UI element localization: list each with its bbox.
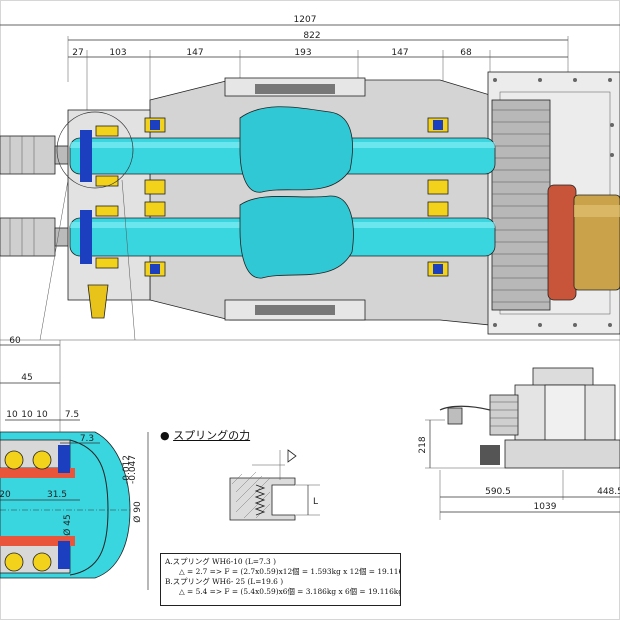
note-line-4: △ = 5.4 => F = (5.4x0.59)x6個 = 3.186kg x… (179, 587, 401, 596)
side-base (504, 439, 620, 469)
spring-force-title: ● スプリングの力 (160, 427, 250, 443)
spring-force-label: スプリングの力 (173, 429, 251, 442)
dim-tol-upper: -0.012 (122, 455, 132, 484)
side-motor-left (480, 445, 500, 465)
dim-detail-pitch-1: 10 (6, 410, 18, 420)
gear-body (491, 99, 551, 311)
dim-detail-dia-90: Ø 90 (132, 501, 143, 523)
housing-top-slot (255, 84, 335, 94)
detail-callout-circle (56, 111, 134, 189)
spring-calculation-box: A.スプリング WH6-10 (L=7.3 ) △ = 2.7 => F = (… (160, 553, 401, 606)
side-gear (489, 394, 519, 436)
adjust-screw (87, 284, 109, 319)
dim-seg-5: 147 (391, 48, 408, 58)
dim-overall: 1207 (294, 15, 317, 25)
detail-balls (4, 450, 52, 572)
dim-side-right: 448.5 (597, 487, 620, 497)
dim-detail-60: 60 (9, 336, 21, 346)
upper-motor (0, 135, 71, 175)
dim-detail-dia-45: Ø 45 (62, 514, 73, 535)
housing-bottom-slot (255, 305, 335, 315)
dim-detail-45: 45 (21, 373, 32, 383)
side-dimension-group: 218 590.5 448.5 1039 (418, 419, 620, 520)
note-line-1: A.スプリング WH6-10 (L=7.3 ) (165, 557, 276, 566)
dim-side-total: 1039 (534, 502, 557, 512)
spring-coil (254, 484, 266, 516)
side-view (439, 367, 620, 469)
upper-cam-lobe (239, 106, 353, 193)
spring-diagram: L (229, 449, 320, 521)
dim-detail-31-5: 31.5 (47, 490, 67, 500)
dim-detail-7-3: 7.3 (80, 434, 94, 444)
dim-seg-6: 68 (460, 48, 472, 58)
bronze-hub (573, 194, 620, 291)
dim-detail-20: 20 (0, 490, 11, 500)
lower-cam-lobe (239, 195, 354, 279)
dim-inner: 822 (303, 31, 320, 41)
dim-seg-3: 147 (186, 48, 203, 58)
bullet-icon: ● (160, 429, 170, 442)
dim-tol-lower: -0.047 (128, 455, 138, 484)
dim-side-left: 590.5 (485, 487, 511, 497)
dim-side-height: 218 (418, 436, 428, 453)
dim-detail-7-5: 7.5 (65, 410, 79, 420)
dim-seg-4: 193 (294, 48, 311, 58)
dim-detail-pitch-3: 10 (36, 410, 48, 420)
dim-detail-pitch-2: 10 (21, 410, 33, 420)
detail-view (0, 431, 131, 579)
bearing-set (80, 117, 449, 277)
detail-dimension-group: 60 45 10 10 10 7.5 7.3 20 31.5 Ø 45 Ø 90… (0, 336, 149, 590)
note-line-3: B.スプリング WH6- 25 (L=19.6 ) (165, 577, 284, 586)
side-cable (439, 405, 491, 411)
gear-teeth (492, 109, 550, 303)
main-assembly-view (0, 71, 620, 341)
coupling-flange (547, 184, 577, 301)
dim-seg-2: 103 (109, 48, 126, 58)
dim-seg-1: 27 (72, 48, 83, 58)
delta-marker (287, 449, 297, 463)
lower-motor (0, 217, 71, 257)
note-line-2: △ = 2.7 => F = (2.7x0.59)x12個 = 1.593kg … (179, 567, 401, 576)
spring-label-L: L (313, 497, 318, 507)
